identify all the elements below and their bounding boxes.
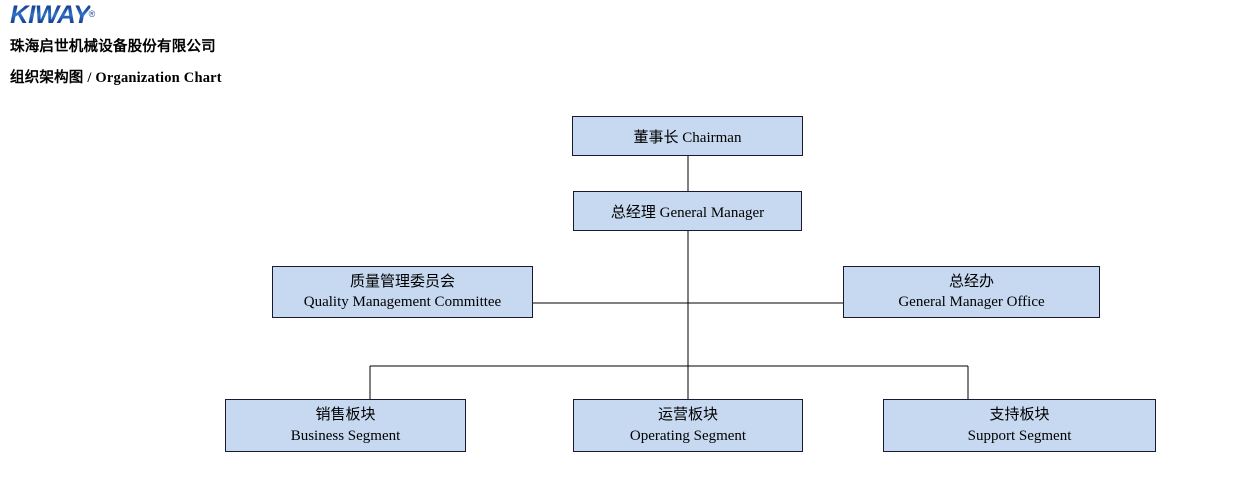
page-title: 组织架构图 / Organization Chart (10, 70, 222, 86)
org-node-general-manager-office-label-cn: 总经办 (948, 273, 994, 290)
org-node-business-segment-label-en: Business Segment (290, 427, 401, 444)
org-node-operating-segment-label-cn: 运营板块 (657, 407, 718, 424)
org-node-business-segment[interactable]: 销售板块 Business Segment (225, 399, 466, 452)
org-node-support-segment-label-cn: 支持板块 (989, 407, 1050, 424)
org-node-general-manager-label: 总经理 General Manager (610, 204, 765, 221)
org-node-support-segment[interactable]: 支持板块 Support Segment (883, 399, 1156, 452)
org-node-general-manager-office-label-en: General Manager Office (898, 294, 1045, 310)
org-node-general-manager-office[interactable]: 总经办 General Manager Office (843, 266, 1100, 318)
org-node-operating-segment-label-en: Operating Segment (629, 427, 747, 444)
org-node-quality-management-committee[interactable]: 质量管理委员会 Quality Management Committee (272, 266, 533, 318)
org-node-general-manager[interactable]: 总经理 General Manager (573, 191, 802, 231)
org-node-chairman-label: 董事长 Chairman (633, 129, 742, 146)
company-name: 珠海启世机械设备股份有限公司 (10, 39, 216, 55)
org-node-operating-segment[interactable]: 运营板块 Operating Segment (573, 399, 803, 452)
org-node-support-segment-label-en: Support Segment (967, 427, 1072, 444)
registered-trademark-icon: ® (88, 8, 96, 19)
kiway-logo: KIWAY® (10, 2, 510, 28)
org-node-quality-management-committee-label-en: Quality Management Committee (303, 294, 502, 310)
org-node-chairman[interactable]: 董事长 Chairman (572, 116, 803, 156)
org-node-business-segment-label-cn: 销售板块 (315, 407, 376, 424)
document-header: KIWAY® 珠海启世机械设备股份有限公司 组织架构图 / Organizati… (10, 2, 510, 86)
org-node-quality-management-committee-label-cn: 质量管理委员会 (349, 273, 455, 290)
logo-wordmark: KIWAY (10, 1, 90, 29)
